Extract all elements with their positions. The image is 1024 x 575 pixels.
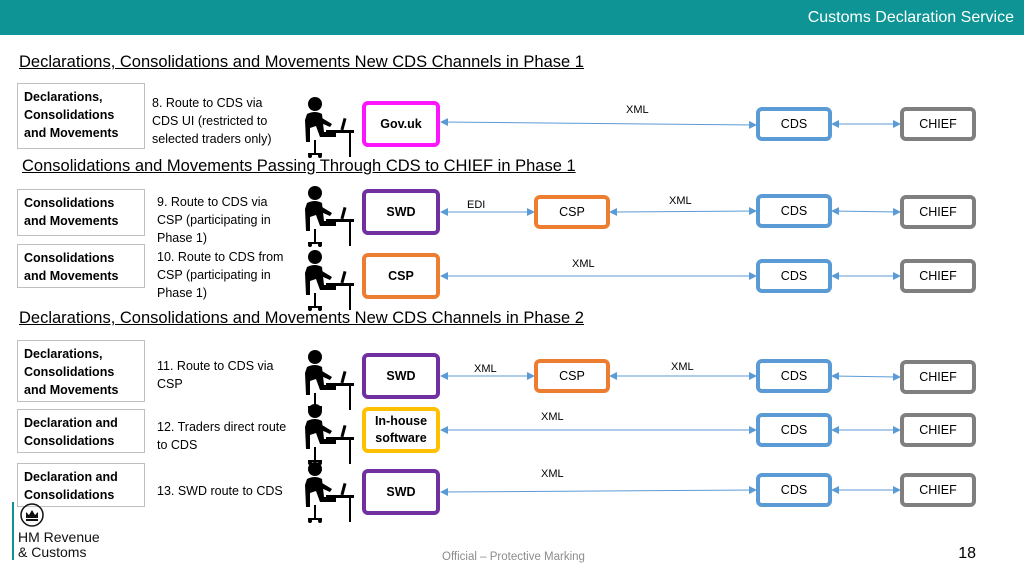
route-description: 10. Route to CDS from CSP (participating… — [157, 250, 284, 300]
header-title: Customs Declaration Service — [807, 9, 1014, 26]
person-at-computer-icon — [305, 250, 354, 311]
link-protocol-label: XML — [626, 104, 649, 116]
section-heading: Consolidations and Movements Passing Thr… — [22, 157, 576, 175]
chief-node: CHIEF — [900, 259, 976, 293]
chief-node: CHIEF — [900, 107, 976, 141]
crown-crest-icon — [20, 503, 44, 527]
route-description: 9. Route to CDS via CSP (participating i… — [157, 195, 271, 245]
route-description: 12. Traders direct route to CDS — [157, 420, 287, 452]
link-protocol-label: XML — [474, 363, 497, 375]
swd-node: SWD — [362, 353, 440, 399]
person-at-computer-icon — [305, 186, 354, 247]
link-protocol-label: EDI — [467, 199, 486, 211]
logo-rule — [12, 502, 14, 560]
row-label: Declaration and Consolidations — [17, 463, 145, 507]
link-protocol-label: XML — [671, 361, 694, 373]
arrow-govuk-cds — [440, 118, 757, 129]
route-description: 8. Route to CDS via CDS UI (restricted t… — [152, 96, 272, 146]
cds-node: CDS — [756, 259, 832, 293]
cds-node: CDS — [756, 107, 832, 141]
csp-node: CSP — [534, 359, 610, 393]
swd-node: SWD — [362, 469, 440, 515]
row-label: Declaration and Consolidations — [17, 409, 145, 453]
link-protocol-label: XML — [572, 258, 595, 270]
person-at-computer-icon — [305, 97, 354, 158]
chief-node: CHIEF — [900, 473, 976, 507]
csp-node: CSP — [362, 253, 440, 299]
row-label: Declarations, Consolidations and Movemen… — [17, 340, 145, 402]
arrow-cds-chief — [831, 207, 901, 216]
cds-node: CDS — [756, 359, 832, 393]
arrow-swd-cds — [440, 486, 757, 496]
csp-node: CSP — [534, 195, 610, 229]
arrow-csp-cds — [609, 207, 757, 216]
chief-node: CHIEF — [900, 360, 976, 394]
person-at-computer-icon — [305, 462, 354, 523]
link-protocol-label: XML — [669, 195, 692, 207]
section-heading: Declarations, Consolidations and Movemen… — [19, 309, 584, 327]
person-at-computer-icon — [305, 350, 354, 411]
section-heading: Declarations, Consolidations and Movemen… — [19, 53, 584, 71]
person-at-computer-icon — [305, 404, 354, 465]
hmrc-logo: HM Revenue & Customs — [12, 502, 122, 566]
route-description: 13. SWD route to CDS — [157, 484, 283, 498]
protective-marking: Official – Protective Marking — [442, 551, 585, 563]
arrow-cds-chief — [831, 372, 901, 381]
page-number: 18 — [958, 545, 976, 562]
row-label: Consolidations and Movements — [17, 244, 145, 288]
row-label: Declarations, Consolidations and Movemen… — [17, 83, 145, 149]
inhouse-software-node: In-house software — [362, 407, 440, 453]
link-protocol-label: XML — [541, 411, 564, 423]
header-bar: Customs Declaration Service — [0, 0, 1024, 35]
route-description: 11. Route to CDS via CSP — [157, 359, 274, 391]
chief-node: CHIEF — [900, 195, 976, 229]
swd-node: SWD — [362, 189, 440, 235]
cds-node: CDS — [756, 473, 832, 507]
row-label: Consolidations and Movements — [17, 189, 145, 236]
cds-node: CDS — [756, 194, 832, 228]
logo-text: HM Revenue & Customs — [18, 529, 100, 560]
cds-node: CDS — [756, 413, 832, 447]
chief-node: CHIEF — [900, 413, 976, 447]
govuk-node: Gov.uk — [362, 101, 440, 147]
link-protocol-label: XML — [541, 468, 564, 480]
